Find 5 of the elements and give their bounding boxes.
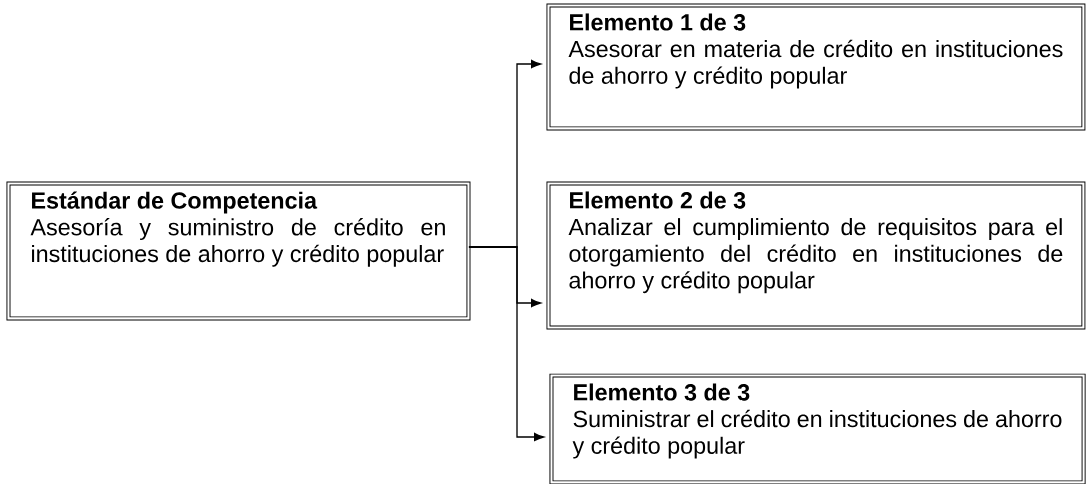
text-box: Estándar de Competencia Asesoría y suministro de crédito en instituciones de ahorro y crédito popular — [6, 181, 471, 321]
text-box: Elemento 1 de 3 Asesorar en materia de crédito en instituciones de ahorro y crédito popular — [546, 3, 1086, 131]
text-box: Elemento 2 de 3 Analizar el cumplimiento de requisitos para el otorgamiento del crédito en instituciones de ahorro y crédito popular — [546, 181, 1086, 330]
text-box: Elemento 3 de 3 Suministrar el crédito en instituciones de ahorro y crédito popular — [549, 373, 1086, 484]
connector-arrow — [468, 246, 544, 442]
